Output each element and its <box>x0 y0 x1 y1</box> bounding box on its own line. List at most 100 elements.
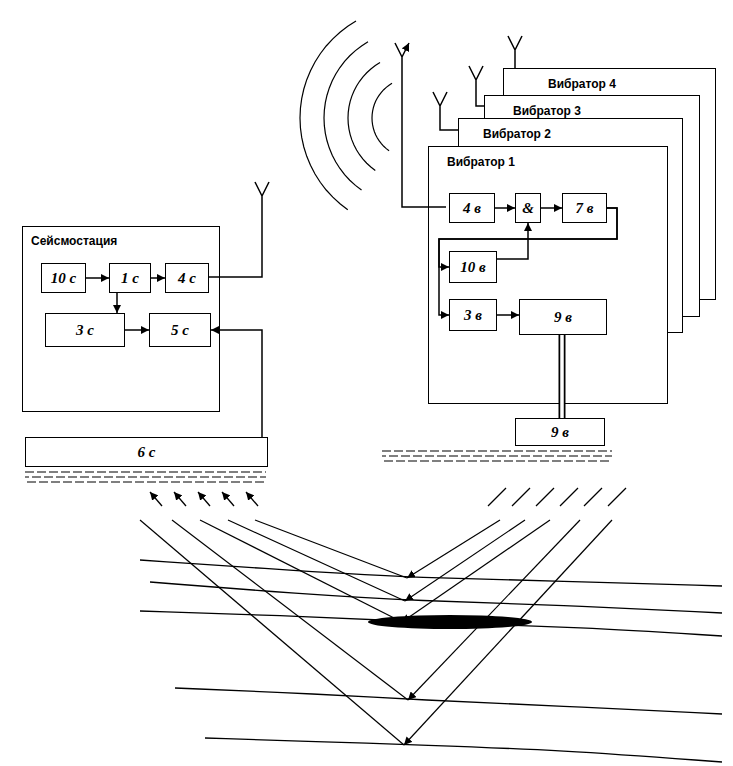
block-box: 3 в <box>449 299 497 331</box>
layer-boundary <box>205 738 722 762</box>
block-box: 7 в <box>562 193 607 223</box>
block-label: 4 с <box>178 271 196 286</box>
unit-title: Вибратор 1 <box>447 156 515 169</box>
unit-title: Вибратор 2 <box>483 128 551 141</box>
signal-arrow <box>86 278 109 279</box>
signal-arrow <box>125 330 149 331</box>
layer-boundary <box>150 582 722 613</box>
incident-ray <box>405 520 525 601</box>
reflected-ray <box>172 520 408 700</box>
wave-stroke <box>536 488 554 506</box>
signal-line <box>151 277 165 279</box>
radio-waves <box>300 21 392 210</box>
wave-arrow <box>222 492 234 506</box>
reflected-ray <box>255 520 407 578</box>
signal-line <box>439 208 617 315</box>
signal-line <box>86 277 109 279</box>
block-label: 6 с <box>138 445 156 460</box>
incident-ray <box>408 520 580 700</box>
signal-line <box>495 207 515 209</box>
block-box: 4 в <box>449 193 495 223</box>
block-label: 10 в <box>460 260 485 275</box>
block-label: 10 с <box>51 271 76 286</box>
incident-ray <box>404 520 612 745</box>
wave-stroke <box>608 488 626 506</box>
unit-box: Сейсмостация 10 с 1 с 4 с 3 с 5 с <box>22 226 220 412</box>
radio-wave <box>372 83 392 150</box>
unit-box: Вибратор 1 4 в & 7 в 10 в 3 в 9 в <box>428 146 668 404</box>
wave-arrow <box>198 492 210 506</box>
block-box: 6 с <box>25 437 268 467</box>
signal-arrow <box>497 315 519 316</box>
block-label: 7 в <box>576 201 594 216</box>
wave-arrow <box>174 492 186 506</box>
signal-line <box>497 314 519 316</box>
ground-hatch <box>25 481 266 482</box>
radio-wave <box>324 42 368 190</box>
ground-hatch <box>382 455 612 456</box>
antenna <box>469 66 484 106</box>
radio-wave <box>300 21 356 210</box>
signal-arrow <box>497 223 528 259</box>
layer-boundary <box>140 611 722 636</box>
rock-layers <box>140 560 722 762</box>
signal-arrow <box>439 208 617 315</box>
antenna <box>395 43 446 207</box>
block-box: 4 с <box>165 263 209 293</box>
block-box: 9 в <box>519 299 607 335</box>
block-label: 5 с <box>171 323 189 338</box>
signal-line <box>116 293 118 313</box>
signal-line <box>125 329 149 331</box>
double-link-outer <box>559 335 566 418</box>
signal-line <box>541 207 562 209</box>
block-box: & <box>515 193 541 223</box>
wave-stroke <box>560 488 578 506</box>
wave-arrows <box>150 488 626 506</box>
block-box: 5 с <box>149 313 211 347</box>
seismic-rays <box>140 520 612 745</box>
signal-arrow <box>495 208 515 209</box>
block-label: 3 с <box>76 323 94 338</box>
wave-stroke <box>512 488 530 506</box>
block-box: 3 с <box>45 313 125 347</box>
incident-ray <box>402 520 550 622</box>
incident-ray <box>407 520 500 578</box>
antenna <box>433 92 458 130</box>
signal-line <box>439 208 617 267</box>
block-label: 9 в <box>554 310 572 325</box>
radio-wave <box>348 63 380 171</box>
layer-boundary <box>175 688 722 714</box>
signal-line <box>497 223 528 259</box>
signal-arrow <box>151 278 165 279</box>
block-label: 4 в <box>463 201 481 216</box>
double-link-inner <box>560 335 564 418</box>
antenna <box>208 182 269 277</box>
signal-arrow <box>439 208 617 267</box>
ground-hatch <box>25 471 266 472</box>
wave-stroke <box>584 488 602 506</box>
signal-arrow <box>541 208 562 209</box>
wave-stroke <box>488 488 506 506</box>
antenna <box>508 36 522 68</box>
ground-hatch <box>25 476 266 477</box>
unit-title: Вибратор 3 <box>513 105 581 118</box>
unit-title: Сейсмостация <box>31 235 117 248</box>
wave-arrow <box>150 492 162 506</box>
ground-hatch <box>382 450 612 451</box>
wave-arrow <box>246 492 258 506</box>
reflected-ray <box>200 520 402 622</box>
block-label: 3 в <box>464 308 482 323</box>
signal-arrow <box>117 293 118 313</box>
block-label: & <box>522 201 534 216</box>
reflected-ray <box>228 520 405 601</box>
unit-title: Вибратор 4 <box>548 78 616 91</box>
block-box: 1 с <box>109 263 151 293</box>
deposit-lens <box>368 615 532 629</box>
reflected-ray <box>140 520 404 745</box>
block-label: 1 с <box>121 271 139 286</box>
block-box: 9 в <box>515 418 605 446</box>
signal-line <box>211 330 262 437</box>
block-label: 9 в <box>551 425 569 440</box>
double-link <box>562 335 563 418</box>
ground-hatch <box>382 460 612 461</box>
